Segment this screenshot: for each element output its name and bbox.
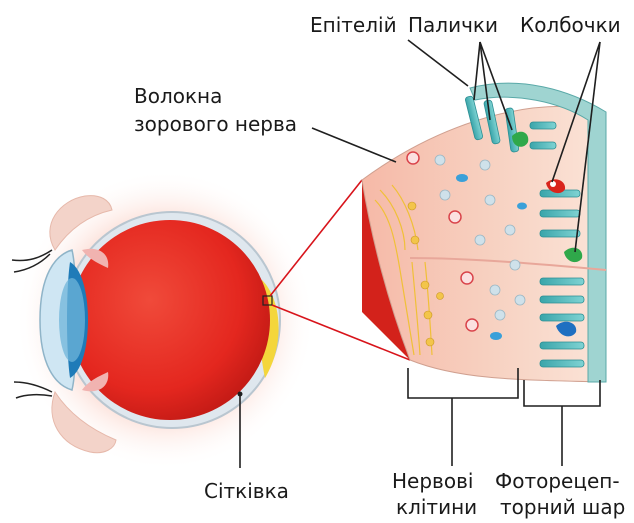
retina-pointer-dot [238,392,243,397]
epithelium-pointer [408,40,468,86]
label-retina: Сітківка [204,479,289,503]
label-nerve-cells-1: Нервові [392,469,473,493]
retina-section [362,83,606,382]
cone-red-nucleus [550,181,556,187]
label-cones: Колбочки [520,13,621,37]
eyeball-group [12,170,315,470]
label-optic-fibers-2: зорового нерва [134,112,297,136]
lens [59,278,85,362]
label-nerve-cells-2: клітини [396,495,477,519]
eyeball [70,220,270,420]
label-optic-fibers-1: Волокна [134,84,222,108]
optic-fibers-pointer [312,128,396,162]
label-photoreceptor-2: торний шар [500,495,625,519]
label-photoreceptor-1: Фоторецеп- [495,469,620,493]
label-rods: Палички [408,13,498,37]
label-epithelium: Епітелій [310,13,397,37]
photoreceptor-bracket [524,380,600,406]
